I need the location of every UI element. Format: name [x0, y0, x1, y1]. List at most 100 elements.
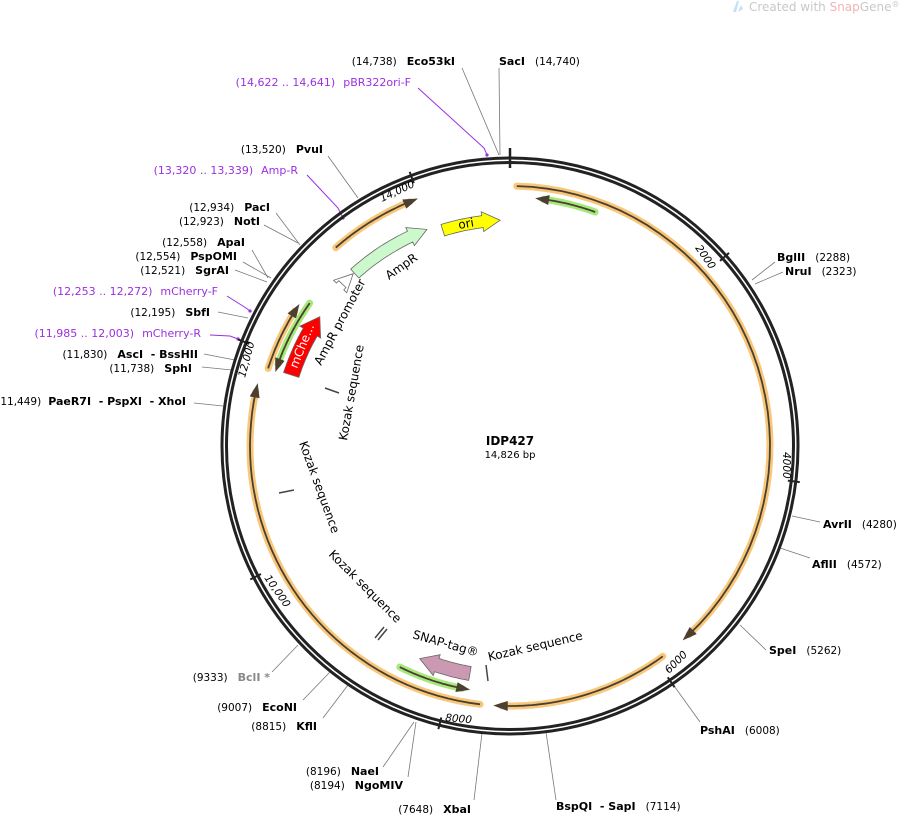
orf-arc [516, 185, 771, 636]
tick-4000: 4000 [780, 452, 792, 479]
orf-arc-arrowhead [682, 626, 697, 641]
site-xbai[interactable]: (7648)XbaI [398, 803, 471, 816]
tick-mark [408, 171, 415, 184]
feature-ori-label[interactable]: ori [457, 215, 475, 231]
site-spei[interactable]: SpeI(5262) [769, 644, 841, 657]
site-leader-line [322, 684, 349, 719]
feature-ori-arrow [440, 211, 501, 237]
kozak-marks [278, 387, 489, 682]
primer-leader-line [209, 334, 239, 340]
site-sbfi[interactable]: (12,195)SbfI [130, 306, 210, 319]
primer-leader-line [306, 174, 344, 219]
site-naei[interactable]: (8196)NaeI [306, 765, 379, 778]
feature-kozak-label[interactable]: Kozak sequence [326, 547, 404, 625]
primer-arc [399, 666, 463, 690]
site-pvui[interactable]: (13,520)PvuI [241, 143, 323, 156]
site-paer7i-pspxi-xhoi[interactable]: (11,449)PaeR7I - PspXI - XhoI [0, 395, 186, 408]
svg-text:Created with SnapGene®: Created with SnapGene® [749, 0, 899, 14]
tick-mark [249, 573, 262, 581]
site-pshai[interactable]: PshAI(6008) [700, 724, 780, 737]
snapgene-logo-icon [733, 1, 743, 12]
tick-mark [719, 252, 730, 262]
feature-ampr-arrow [350, 227, 428, 279]
feature-mcherry-arrow [283, 316, 322, 378]
site-leader-line [382, 721, 415, 768]
site-leader-line [203, 353, 236, 361]
orf-arc [335, 200, 411, 249]
primer-arc [543, 198, 596, 213]
site-leader-line [263, 224, 299, 244]
site-leader-line [201, 366, 233, 371]
tick-mark [237, 338, 250, 345]
primer-arc [277, 302, 311, 365]
site-sphi[interactable]: (11,738)SphI [109, 362, 192, 375]
site-asci-bsshii[interactable]: (11,830)AscI - BssHII [62, 348, 198, 361]
site-sgrai[interactable]: (12,521)SgrAI [140, 264, 229, 277]
site-leader-line [407, 721, 417, 778]
orf-arc-arrowhead [402, 198, 418, 209]
site-noti[interactable]: (12,923)NotI [179, 215, 260, 228]
site-leader-line [671, 682, 701, 723]
primer-mcherry-f[interactable]: (12,253 .. 12,272)mCherry-F [53, 285, 218, 298]
site-leader-line [242, 261, 272, 279]
site-leader-line [251, 249, 269, 279]
snapgene-watermark: Created with SnapGene® [733, 0, 899, 14]
primer-leader-line [417, 87, 488, 156]
orf-arc-arrowhead [493, 700, 508, 711]
site-leader-line [545, 731, 557, 801]
primer-amp-r[interactable]: (13,320 .. 13,339)Amp-R [154, 164, 299, 177]
orf-arc-halo [246, 388, 484, 708]
site-paci[interactable]: (12,934)PacI [189, 201, 270, 214]
site-leader-line [193, 402, 224, 407]
primer-site-marker [485, 153, 489, 157]
site-leader-line [217, 311, 249, 319]
site-ngomiv[interactable]: (8194)NgoMIV [310, 779, 404, 792]
primer-mcherry-r[interactable]: (11,985 .. 12,003)mCherry-R [35, 327, 202, 340]
primer-arc-arrowhead [455, 682, 471, 693]
site-avrii[interactable]: AvrII(4280) [823, 518, 897, 531]
site-leader-line [302, 671, 331, 701]
site-bglii[interactable]: BglII(2288) [777, 251, 850, 264]
site-nrui[interactable]: NruI(2323) [785, 265, 856, 278]
tick-mark [437, 717, 443, 730]
orf-arc [501, 655, 664, 707]
site-econi[interactable]: (9007)EcoNI [217, 701, 297, 714]
tick-6000: 6000 [663, 649, 691, 677]
tick-mark [666, 676, 676, 688]
primer-arc-arrowhead [535, 195, 550, 206]
site-leader-line [751, 261, 776, 281]
tick-mark [787, 479, 800, 484]
feature-kozak-label[interactable]: Kozak sequence [296, 439, 342, 535]
site-kfli[interactable]: (8815)KflI [251, 720, 317, 733]
primer-leader-line [226, 295, 251, 312]
site-bcli[interactable]: (9333)BclI * [193, 671, 271, 684]
site-apai[interactable]: (12,558)ApaI [162, 236, 245, 249]
primer-pbr322ori-f[interactable]: (14,622 .. 14,641)pBR322ori-F [236, 76, 411, 89]
feature-snap-label[interactable]: SNAP-tag® [411, 627, 480, 659]
orf-arc-halo [513, 182, 774, 638]
site-saci[interactable]: SacI(14,740) [499, 55, 580, 68]
site-leader-line [327, 155, 359, 199]
feature-ampr-promoter-arrow [332, 273, 354, 294]
feature-kozak-label[interactable]: Kozak sequence [336, 344, 367, 442]
site-leader-line [234, 269, 268, 283]
site-leader-line [275, 212, 301, 246]
feature-kozak-label[interactable]: Kozak sequence [487, 628, 585, 663]
site-leader-line [739, 624, 767, 651]
orf-arc [267, 310, 296, 369]
site-leader-line [473, 732, 483, 801]
site-leader-line [498, 67, 501, 156]
plasmid-length: 14,826 bp [485, 450, 536, 461]
site-bspqi-sapi[interactable]: BspQI - SapI(7114) [556, 800, 681, 813]
site-aflii[interactable]: AflII(4572) [812, 558, 882, 571]
tick-8000: 8000 [445, 712, 473, 726]
plasmid-name: IDP427 [486, 434, 534, 448]
site-eco53ki[interactable]: (14,738)Eco53kI [352, 55, 455, 68]
site-leader-line [271, 644, 299, 673]
site-leader-line [791, 515, 821, 523]
orf-arc-arrowhead [249, 383, 260, 399]
primer-site-marker [248, 309, 252, 313]
site-leader-line [461, 67, 500, 156]
site-pspomi[interactable]: (12,554)PspOMI [135, 250, 237, 263]
